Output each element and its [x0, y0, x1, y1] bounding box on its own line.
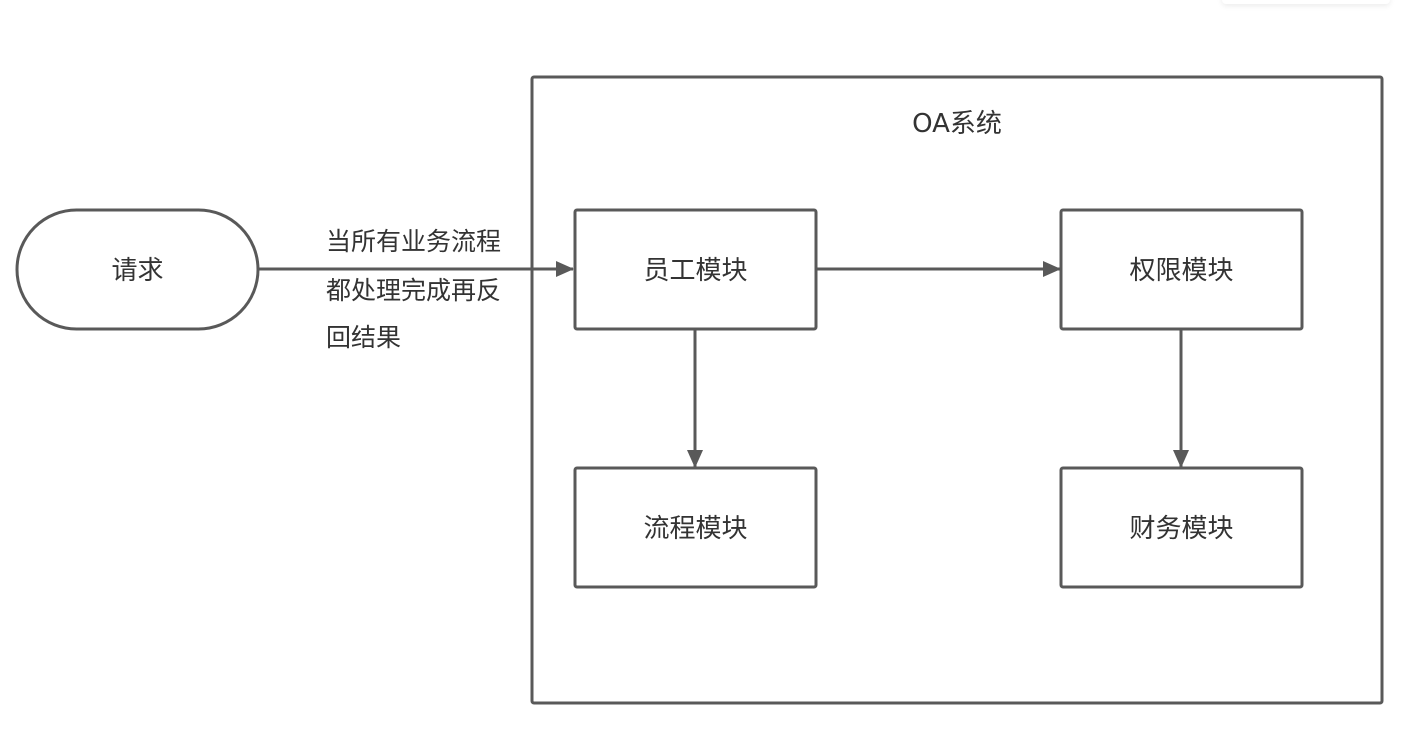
- edge-label-line-1: 当所有业务流程: [326, 227, 501, 256]
- node-employee-label: 员工模块: [643, 256, 747, 286]
- node-employee[interactable]: 员工模块: [573, 208, 818, 331]
- node-process-label: 流程模块: [643, 514, 747, 544]
- node-request[interactable]: 请求: [15, 208, 260, 331]
- edge-label-line-2: 都处理完成再反: [326, 276, 501, 305]
- node-process[interactable]: 流程模块: [573, 466, 818, 589]
- node-permission[interactable]: 权限模块: [1059, 208, 1304, 331]
- toolbar-shadow: [1222, 0, 1390, 4]
- node-permission-label: 权限模块: [1129, 256, 1233, 286]
- edge-request-to-employee[interactable]: 当所有业务流程 都处理完成再反 回结果: [258, 227, 574, 352]
- node-request-label: 请求: [111, 256, 163, 286]
- node-finance-label: 财务模块: [1129, 514, 1233, 544]
- node-finance[interactable]: 财务模块: [1059, 466, 1304, 589]
- container-label: OA系统: [912, 109, 1002, 139]
- container-oa-system[interactable]: OA系统: [530, 75, 1384, 705]
- edge-label-line-3: 回结果: [326, 323, 401, 352]
